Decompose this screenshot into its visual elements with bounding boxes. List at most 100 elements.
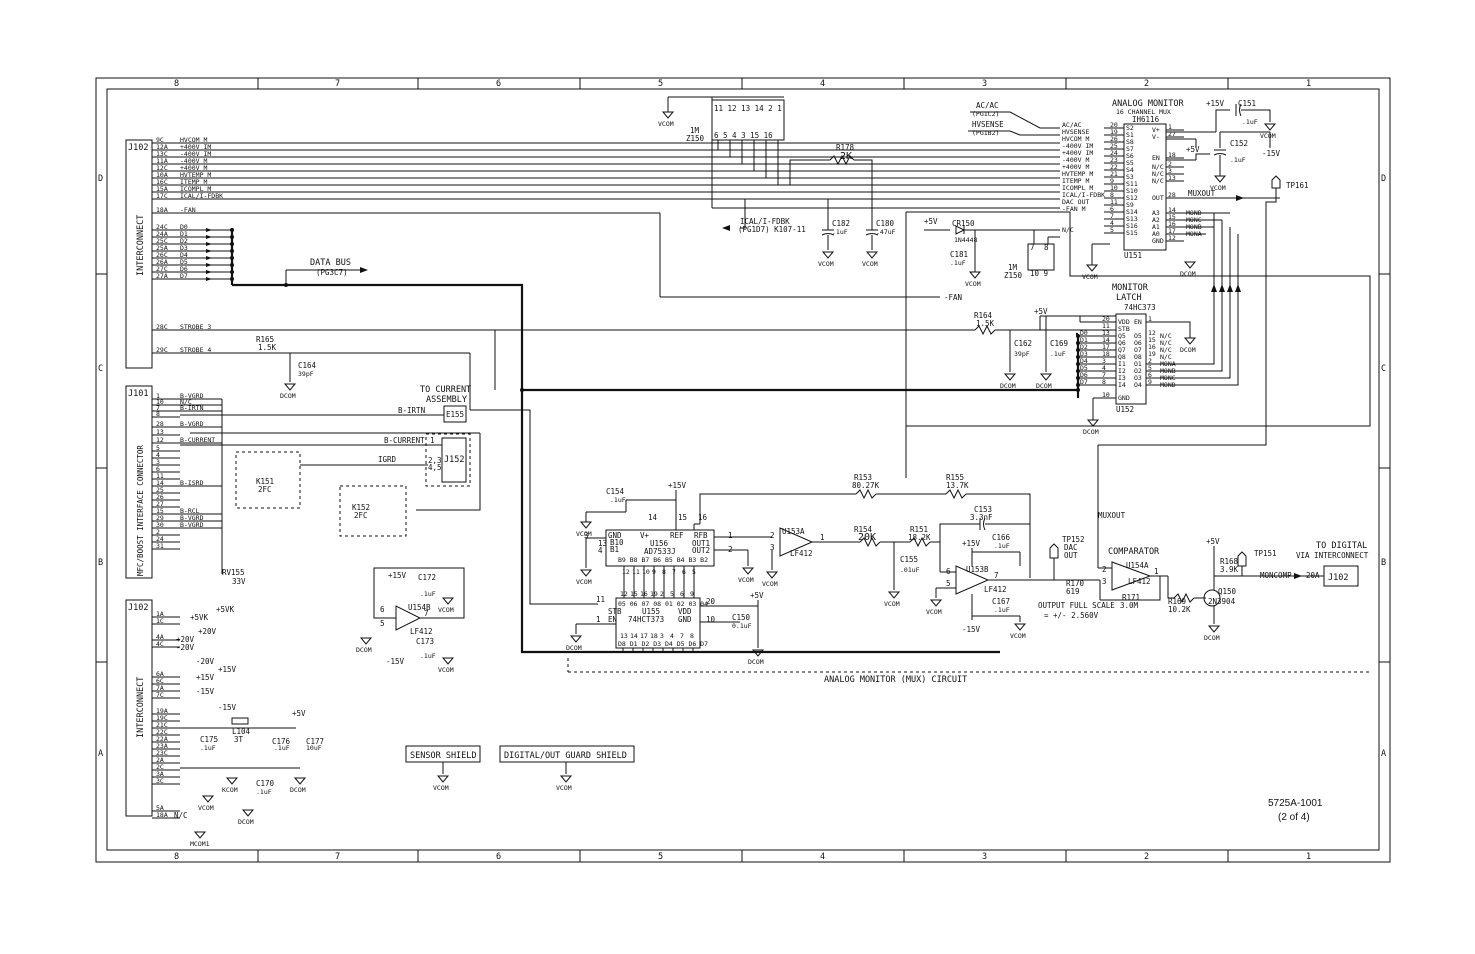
pin-number: 3A xyxy=(156,770,164,778)
u156-bits: B9 B8 B7 B6 B5 B4 B3 B2 xyxy=(618,556,708,564)
latch-pin-name: O7 xyxy=(1134,346,1142,354)
latch-pin-number: 7 xyxy=(1102,371,1106,379)
dcom-label: DCOM xyxy=(1036,382,1052,390)
ground-icon xyxy=(569,635,583,643)
u155-ref: U155 xyxy=(642,607,660,616)
ground-icon xyxy=(1086,419,1100,427)
junction xyxy=(230,270,234,274)
latch-data-net: D6 xyxy=(1080,371,1088,379)
dcom-label: DCOM xyxy=(1204,634,1220,642)
svg-text:C172: C172 xyxy=(418,573,436,582)
svg-text:C181: C181 xyxy=(950,250,968,259)
pin-net: STROBE 4 xyxy=(180,346,211,354)
latch-pin-name: I4 xyxy=(1118,381,1126,389)
pin-number: 27C xyxy=(156,265,168,273)
digital-guard-shield: DIGITAL/OUT GUARD SHIELD xyxy=(504,751,627,761)
svg-text:+20V: +20V xyxy=(176,635,195,644)
pin-number: 22A xyxy=(156,735,168,743)
pin-net: -FAN xyxy=(180,206,196,214)
svg-text:.1uF: .1uF xyxy=(256,788,272,796)
j101-ref: J101 xyxy=(128,389,148,399)
svg-text:LF412: LF412 xyxy=(790,549,813,558)
latch-pin-number: 16 xyxy=(1148,343,1156,351)
latch-out-net: N/C xyxy=(1160,339,1172,347)
pin-number: 2 xyxy=(156,528,160,536)
analog-chain: 23 1 U153A LF412 R153 80.27K R155 13.7K … xyxy=(699,445,1369,634)
sheet-of: (2 of 4) xyxy=(1278,812,1310,823)
e155-label: E155 xyxy=(446,410,464,419)
pin-number: 29 xyxy=(156,514,164,522)
z150-top-value: 1M xyxy=(690,126,700,135)
svg-text:R155: R155 xyxy=(946,473,964,482)
mux-pin-name: V+ xyxy=(1152,126,1160,134)
mux-input-net: DAC OUT xyxy=(1062,198,1089,206)
z150-bot-pins: 6 5 4 3 15 16 xyxy=(714,131,773,140)
svg-text:619: 619 xyxy=(1066,587,1080,596)
pin-number: 6 xyxy=(156,465,160,473)
latch-pin-number: 2 xyxy=(1148,357,1152,365)
vcom-label: VCOM xyxy=(438,606,454,614)
pin-number: 1C xyxy=(156,617,164,625)
b-irtn-label: B-IRTN xyxy=(398,406,425,415)
mux-pin-number: 9 xyxy=(1110,177,1114,185)
latch-top-pin: 2 xyxy=(660,590,664,598)
pin-number: 26C xyxy=(156,251,168,259)
mux-pin-number: 11 xyxy=(1110,198,1118,206)
svg-text:C164: C164 xyxy=(298,361,317,370)
svg-text:+15V: +15V xyxy=(388,571,407,580)
u151-ref: U151 xyxy=(1124,251,1142,260)
kcom-label: KCOM xyxy=(222,786,238,794)
mux-pin-name: S7 xyxy=(1126,145,1134,153)
ground-icon xyxy=(968,271,982,279)
svg-text:GND: GND xyxy=(678,615,692,624)
latch-pin-name: O3 xyxy=(1134,374,1142,382)
pin-number: 15A xyxy=(156,185,168,193)
pin-net: B-ISRD xyxy=(180,479,204,487)
ground-icon xyxy=(1003,373,1017,381)
svg-text:.1uF: .1uF xyxy=(200,744,216,752)
ground-icon xyxy=(765,571,779,579)
latch-bot-pin: 8 xyxy=(690,632,694,640)
latch-top-pin: 9 xyxy=(690,590,694,598)
zone-row-left: D xyxy=(98,174,103,184)
svg-text:-15V: -15V xyxy=(386,657,405,666)
mux-pin-name: OUT xyxy=(1152,194,1164,202)
to-digital-label: TO DIGITAL xyxy=(1316,541,1367,551)
pin-net: D6 xyxy=(180,265,188,273)
zone-col-bottom: 8 xyxy=(174,852,179,862)
mux-pin-number: 7 xyxy=(1110,212,1114,220)
mux-input-net: AC/AC xyxy=(1062,121,1082,129)
mux-pin-number: 13 xyxy=(1168,174,1176,182)
tp152-dac: DAC xyxy=(1064,543,1078,552)
ground-icon xyxy=(1085,264,1099,272)
svg-text:+15V: +15V xyxy=(962,539,981,548)
svg-text:14: 14 xyxy=(648,513,658,522)
junction xyxy=(230,256,234,260)
pin-number: 25A xyxy=(156,244,168,252)
latch-data-net: D7 xyxy=(1080,378,1088,386)
latch-top-pin: 19 xyxy=(650,590,658,598)
svg-text:.1uF: .1uF xyxy=(610,496,626,504)
zone-row-left: A xyxy=(98,749,103,759)
mux-pin-number: 3 xyxy=(1168,167,1172,175)
mux-pin-name: S11 xyxy=(1126,180,1138,188)
svg-text:+15V: +15V xyxy=(218,665,237,674)
pin-number: 16C xyxy=(156,178,168,186)
ical-ref: (PG1D7) K107-11 xyxy=(738,225,806,234)
svg-text:R169: R169 xyxy=(1168,597,1186,606)
svg-text:OUT1: OUT1 xyxy=(692,539,710,548)
svg-text:+20V: +20V xyxy=(198,627,217,636)
pin-number: 12C xyxy=(156,164,168,172)
pin-net: B-RCL xyxy=(180,507,200,515)
dac-bit-pin: 5 xyxy=(692,568,696,576)
svg-text:11: 11 xyxy=(596,595,605,604)
zone-col-top: 8 xyxy=(174,79,179,89)
pin-number: 17C xyxy=(156,192,168,200)
pin-number: 24 xyxy=(156,535,164,543)
latch-bot-pin: 4 xyxy=(670,632,674,640)
hvsense-src: HVSENSE xyxy=(972,120,1004,129)
latch-pin-name: I2 xyxy=(1118,367,1126,375)
